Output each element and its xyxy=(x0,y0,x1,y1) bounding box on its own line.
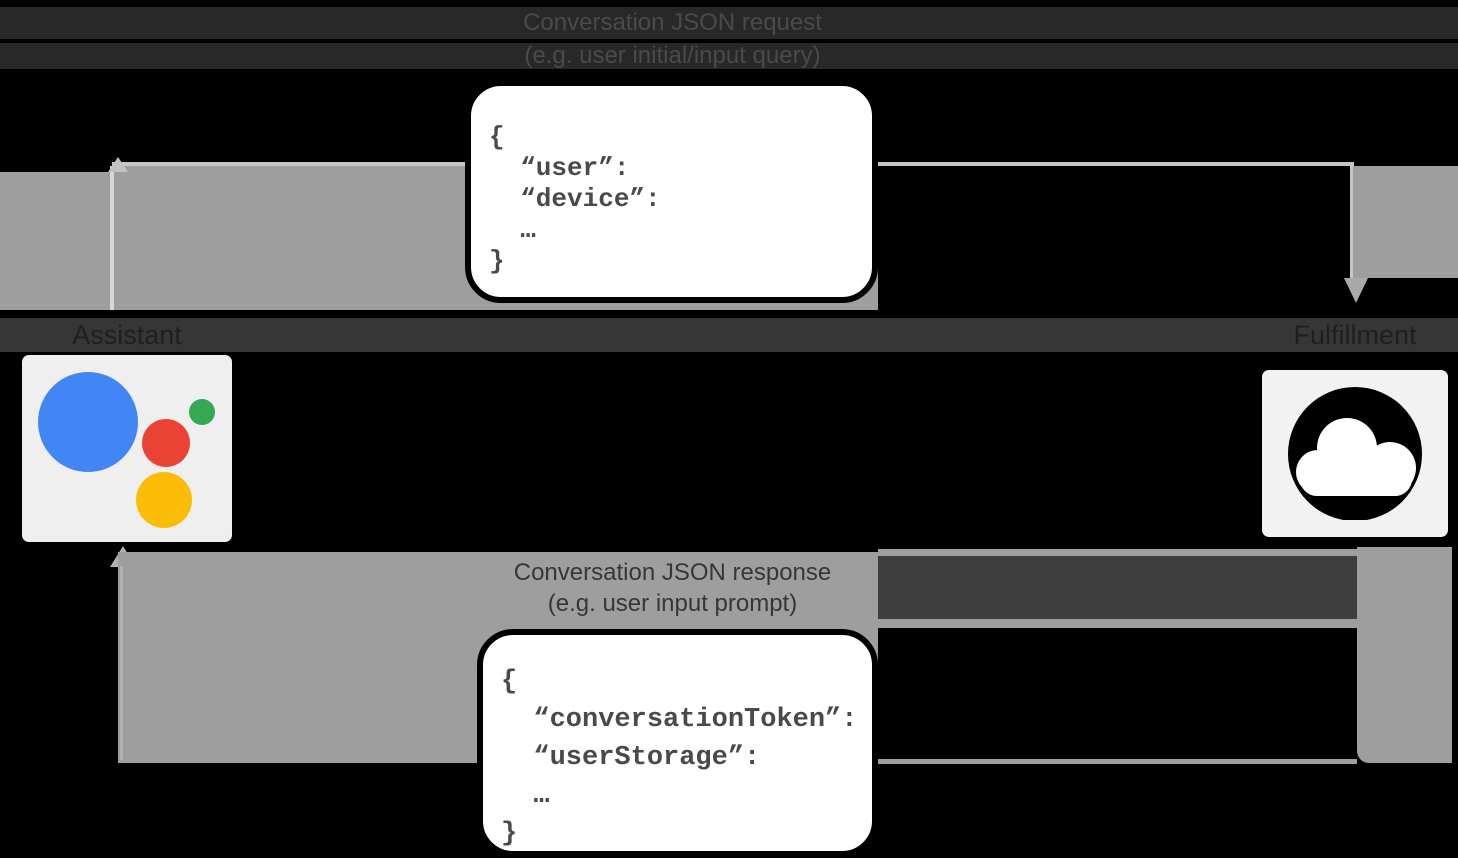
cloud-base xyxy=(1300,462,1412,496)
response-json-code: { “conversationToken”: “userStorage”: … … xyxy=(501,663,857,853)
code-line: “userStorage”: xyxy=(501,743,761,773)
fulfillment-tile xyxy=(1262,370,1448,537)
code-line: { xyxy=(501,667,518,697)
code-line: … xyxy=(501,781,550,811)
request-arrow-left-stroke xyxy=(110,166,114,310)
request-arrowhead-down-icon xyxy=(1344,278,1368,303)
request-json-code: { “user”: “device”: … } xyxy=(489,122,661,277)
response-caption-title: Conversation JSON response xyxy=(513,559,832,586)
request-arrow-band-right xyxy=(1350,166,1458,278)
assistant-logo-blue-dot xyxy=(38,372,138,472)
response-json-box: { “conversationToken”: “userStorage”: … … xyxy=(477,629,878,857)
response-row-stripe xyxy=(878,549,1357,556)
request-arrow-corner-tip xyxy=(108,157,128,172)
cloud-icon xyxy=(1288,387,1422,521)
assistant-tile xyxy=(22,355,232,542)
request-arrow-band-left xyxy=(0,172,112,310)
response-arrow-band-right xyxy=(1357,547,1452,763)
entity-label-band xyxy=(0,318,1458,352)
assistant-label: Assistant xyxy=(72,320,182,350)
assistant-logo-red-dot xyxy=(142,419,190,467)
code-line: “device”: xyxy=(489,184,661,214)
response-arrow-bottom-stroke xyxy=(878,759,1357,764)
cloud-disc-flat-cut xyxy=(1282,520,1428,537)
row-stripe xyxy=(0,7,1458,39)
assistant-logo-yellow-dot xyxy=(136,472,192,528)
code-line: “conversationToken”: xyxy=(501,705,858,735)
code-line: … xyxy=(489,215,536,245)
request-json-box: { “user”: “device”: … } xyxy=(465,80,878,303)
fulfillment-label: Fulfillment xyxy=(1293,320,1417,350)
code-line: { xyxy=(489,122,505,152)
response-row-stripe xyxy=(878,619,1357,628)
assistant-logo-green-dot xyxy=(189,399,215,425)
request-arrow-right-stroke xyxy=(1350,164,1353,278)
code-line: “user”: xyxy=(489,153,630,183)
request-caption-subtitle: (e.g. user initial/input query) xyxy=(524,42,821,69)
response-arrow-left-stroke xyxy=(120,566,123,760)
response-row-stripe xyxy=(878,556,1357,619)
row-stripe xyxy=(0,43,1458,69)
response-caption-subtitle: (e.g. user input prompt) xyxy=(547,590,798,617)
code-line: } xyxy=(489,246,505,276)
code-line: } xyxy=(501,819,518,849)
request-caption-title: Conversation JSON request xyxy=(523,9,822,36)
